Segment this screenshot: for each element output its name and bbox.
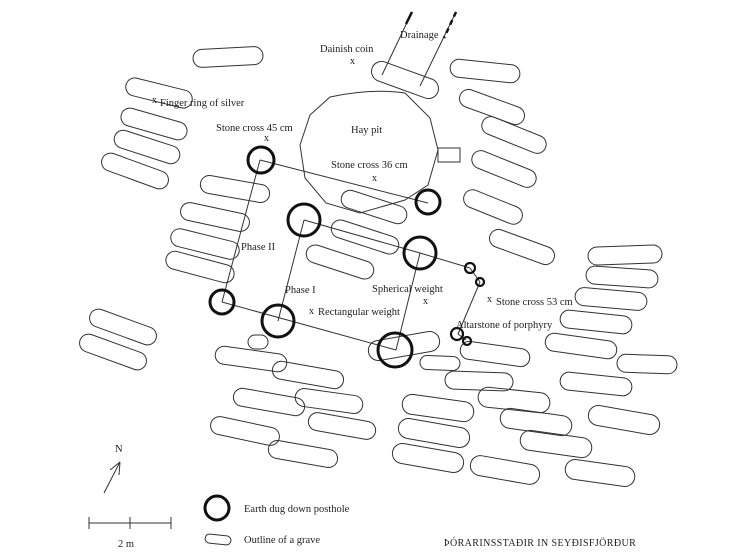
grave (471, 150, 537, 188)
legend-grave-symbol (204, 533, 232, 546)
grave (585, 265, 659, 289)
grave (519, 429, 593, 459)
grave (587, 244, 663, 266)
posthole-small (461, 335, 473, 347)
label-cross-45: Stone cross 45 cm (216, 123, 293, 134)
grave (401, 393, 475, 423)
grave (294, 388, 364, 414)
grave (232, 387, 306, 417)
grave (397, 417, 471, 449)
label-ring: Finger ring of silver (160, 98, 245, 109)
scale-label: 2 m (118, 539, 134, 550)
grave (564, 459, 636, 487)
find-marker: x (309, 306, 314, 317)
grave (559, 309, 633, 335)
find-marker: x (487, 294, 492, 305)
label-rectangular-weight: Rectangular weight (318, 307, 400, 318)
grave (459, 88, 525, 126)
grave (170, 228, 240, 260)
posthole (286, 202, 322, 238)
grave (574, 287, 648, 311)
grave (449, 58, 521, 84)
find-marker: x (372, 173, 377, 184)
scale-bar: 2 m (88, 517, 172, 550)
grave (79, 333, 147, 371)
posthole (376, 331, 414, 369)
grave (391, 442, 465, 474)
grave (419, 355, 461, 371)
grave (489, 228, 555, 266)
find-marker: x (423, 296, 428, 307)
north-arrow: N (103, 444, 123, 494)
grave (89, 308, 157, 346)
grave (247, 334, 269, 350)
grave (199, 174, 271, 204)
grave (481, 116, 547, 154)
label-drainage: Drainage (400, 30, 439, 41)
grave (459, 340, 531, 368)
grave (210, 416, 280, 446)
posthole (260, 303, 296, 339)
grave (120, 107, 188, 141)
label-phase-2: Phase II (241, 242, 276, 253)
grave (616, 353, 678, 375)
grave (330, 219, 400, 255)
postholes (208, 145, 486, 369)
posthole-small (449, 326, 465, 342)
grave (559, 371, 633, 397)
posthole-small (474, 276, 486, 288)
grave (463, 189, 523, 225)
hay-pit-annex (437, 147, 461, 163)
grave (587, 404, 661, 436)
label-cross-36: Stone cross 36 cm (331, 160, 408, 171)
grave (113, 129, 181, 165)
grave (180, 202, 250, 232)
grave (444, 370, 514, 392)
grave (499, 407, 573, 437)
grave (469, 455, 541, 485)
grave (477, 386, 551, 414)
legend-posthole-label: Earth dug down posthole (244, 504, 350, 515)
label-coin: Dainish coin (320, 44, 374, 55)
hay-pit-outline (299, 90, 439, 214)
site-title: ÞÓRARINSSTAÐIR IN SEYÐISFJÖRÐUR (444, 537, 636, 549)
label-spherical-weight: Spherical weight (372, 284, 443, 295)
grave (305, 244, 375, 280)
grave (271, 360, 345, 390)
grave (267, 439, 339, 469)
posthole (402, 235, 438, 271)
find-marker: x (350, 56, 355, 67)
drainage (381, 11, 458, 87)
posthole (208, 288, 236, 316)
grave (165, 250, 235, 284)
find-marker: x (152, 95, 157, 106)
posthole (246, 145, 276, 175)
label-phase-1: Phase I (285, 285, 316, 296)
posthole (414, 188, 442, 216)
label-cross-53: Stone cross 53 cm (496, 297, 573, 308)
legend-grave-label: Outline of a grave (244, 535, 320, 546)
grave (307, 412, 377, 440)
grave-outlines (79, 46, 678, 487)
grave (371, 60, 439, 100)
grave (192, 46, 264, 68)
find-marker: x (264, 133, 269, 144)
grave (101, 152, 169, 190)
grave (214, 345, 288, 373)
label-hay-pit: Hay pit (351, 125, 382, 136)
grave (544, 332, 618, 360)
grave (125, 77, 193, 109)
north-label: N (115, 444, 123, 455)
legend: Earth dug down posthole Outline of a gra… (203, 494, 350, 546)
posthole-small (463, 261, 477, 275)
grave (340, 189, 408, 225)
legend-posthole-symbol (203, 494, 231, 522)
label-altarstone: Altarstone of porphyry (456, 320, 553, 331)
